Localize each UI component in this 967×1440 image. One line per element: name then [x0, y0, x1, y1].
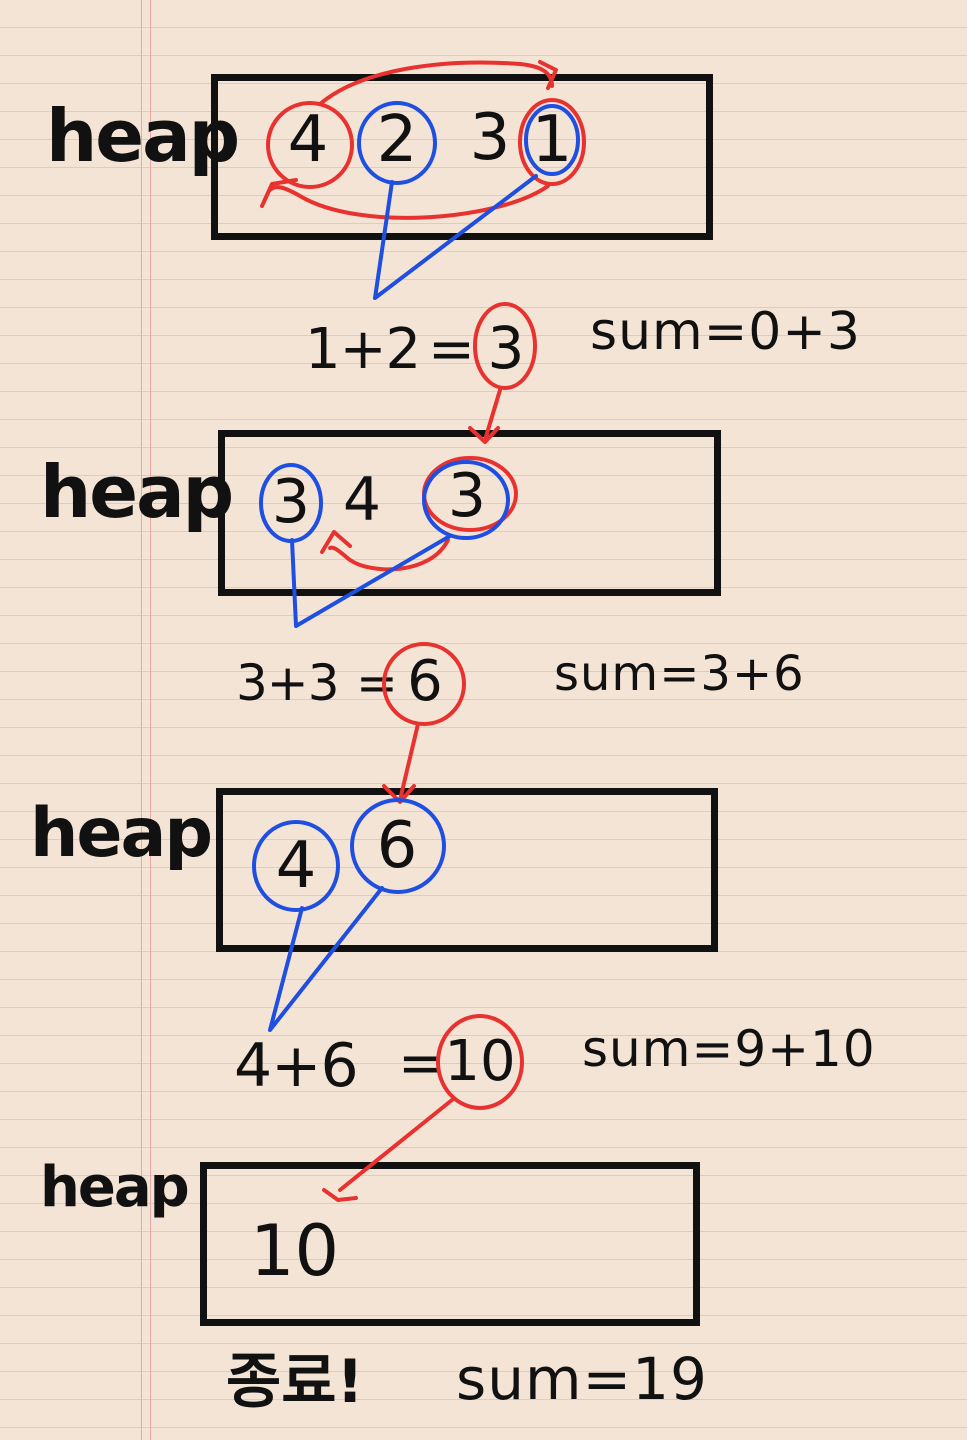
red-arrow-head-top: [538, 60, 558, 90]
heap3-item-4: 4: [275, 829, 317, 903]
equation-2-eq: =: [356, 654, 398, 712]
red-arrow-head-2: [320, 530, 352, 554]
red-circle-result-2: [382, 642, 466, 726]
red-circle-4: [266, 101, 354, 189]
heap1-item-2: 2: [376, 103, 418, 177]
blue-circle-4: [252, 820, 340, 912]
heap1-item-3: 3: [469, 101, 511, 175]
equation-1-result: 3: [487, 314, 525, 382]
sum-1: sum=0+3: [590, 302, 862, 362]
heap4-item-10: 10: [250, 1210, 340, 1292]
blue-circle-3a: [259, 463, 323, 543]
blue-combine-3: [268, 886, 384, 1032]
heap-box-1: [211, 74, 713, 240]
margin-line-right: [150, 0, 151, 1440]
heap-label-4: heap: [40, 1155, 190, 1220]
end-label: 종료!: [226, 1347, 364, 1417]
heap1-item-4: 4: [287, 103, 329, 177]
red-circle-result-3: [436, 1014, 524, 1110]
red-swap-arc-top: [318, 60, 554, 106]
equation-2-left: 3+3: [236, 654, 340, 712]
heap-label-3: heap: [30, 794, 213, 873]
heap1-item-1: 1: [531, 103, 573, 177]
blue-combine-2: [290, 534, 452, 628]
margin-line-left: [141, 0, 142, 1440]
heap3-item-6: 6: [376, 809, 418, 883]
equation-3-left: 4+6: [234, 1031, 359, 1101]
blue-circle-6: [350, 798, 446, 894]
heap-box-4: [200, 1162, 700, 1326]
sum-2: sum=3+6: [554, 646, 805, 702]
red-circle-result-1: [473, 302, 537, 390]
red-arrow-head-bottom: [260, 178, 298, 208]
red-swap-2: [328, 538, 450, 572]
equation-3-result: 10: [444, 1029, 516, 1094]
red-circle-1: [518, 98, 586, 186]
heap-box-2: [218, 430, 721, 596]
heap-box-3: [216, 788, 718, 952]
red-arrow-down-3: [322, 1098, 454, 1202]
heap2-item-3b: 3: [447, 461, 487, 531]
equation-1-left: 1+2: [305, 317, 421, 382]
heap2-item-4: 4: [342, 465, 382, 535]
blue-circle-3b: [422, 460, 510, 540]
red-arrow-down-1: [468, 388, 502, 444]
equation-1-eq: =: [428, 317, 475, 382]
heap-label-2: heap: [40, 450, 234, 534]
equation-2-result: 6: [407, 649, 443, 714]
blue-circle-2: [357, 101, 437, 185]
heap-label-1: heap: [46, 94, 240, 178]
sum-3: sum=9+10: [582, 1020, 876, 1078]
red-swap-arc-bottom: [268, 184, 550, 220]
heap2-item-3a: 3: [271, 467, 311, 537]
final-sum: sum=19: [456, 1345, 708, 1413]
blue-combine-1: [373, 174, 538, 300]
blue-circle-1: [524, 104, 580, 176]
red-arrow-down-2: [382, 722, 420, 804]
